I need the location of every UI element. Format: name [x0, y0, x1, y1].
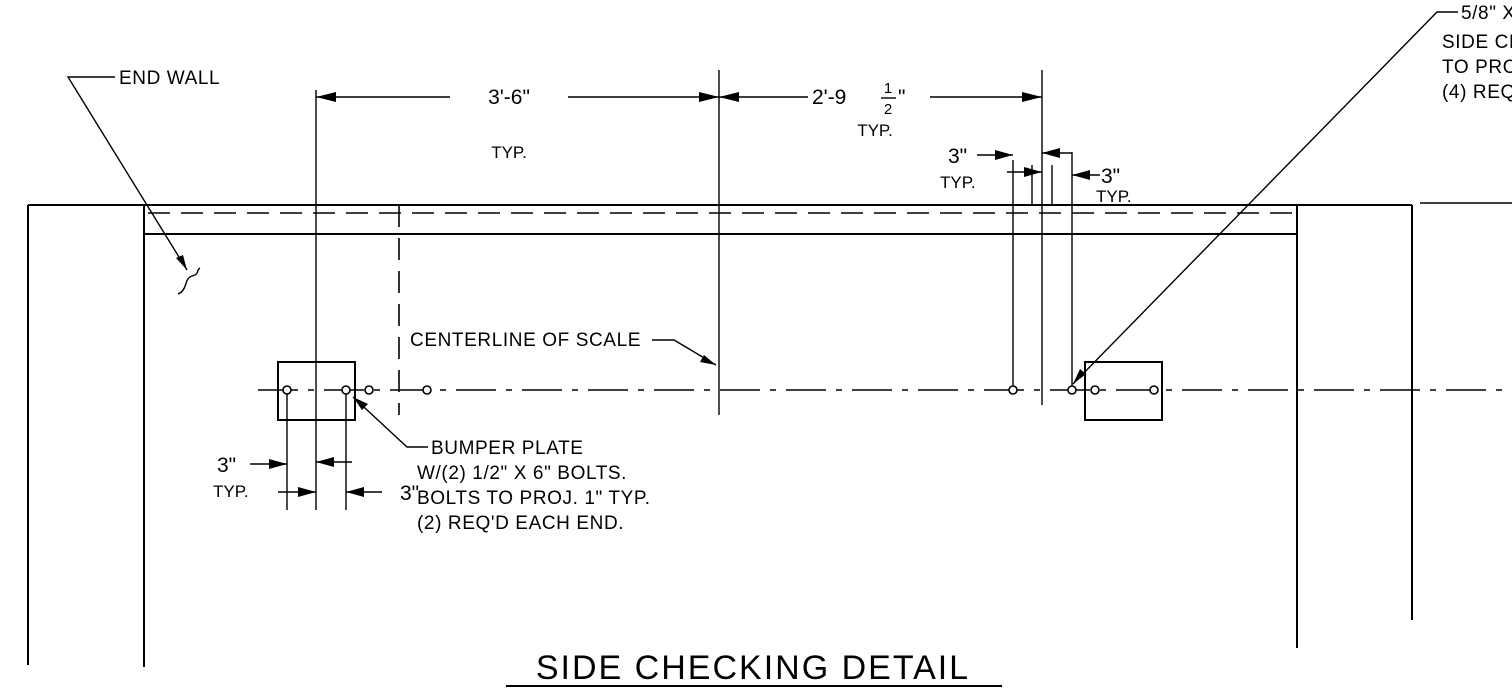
bumper-plate-left: [277, 361, 356, 421]
dim-span-right-typ: TYP.: [857, 121, 893, 140]
side-bolt-callout: 5/8" X 6" BOLTS SIDE CHECKING. BO TO PRO…: [1072, 3, 1512, 385]
dimension-3-lower-right: 3": [346, 482, 419, 505]
centerline-callout: CENTERLINE OF SCALE: [410, 330, 717, 366]
dim-upper-right-typ: TYP.: [1096, 187, 1132, 206]
arrow-head-icon: [346, 487, 364, 497]
bolt-hole: [1067, 385, 1077, 395]
bolt-note-line-4: (4) REQ'D. EACH E: [1442, 82, 1512, 103]
dim-lower-left-3: 3": [217, 454, 236, 477]
bumper-note-line-1: BUMPER PLATE: [431, 438, 584, 459]
dimension-3-upper-right: 3" TYP.: [1042, 148, 1132, 206]
bumper-note-line-2: W/(2) 1/2" X 6" BOLTS.: [417, 463, 627, 484]
bolt-hole: [1149, 385, 1159, 395]
bumper-note-line-3: BOLTS TO PROJ. 1" TYP.: [417, 488, 651, 509]
bolt-hole: [1090, 385, 1100, 395]
arrow-head-icon: [298, 487, 316, 497]
bolt-holes: [282, 385, 1159, 395]
dim-span-left-typ: TYP.: [491, 143, 527, 162]
bumper-note-line-4: (2) REQ'D EACH END.: [417, 513, 624, 534]
arrow-head-icon: [719, 92, 739, 102]
drawing-title-block: SIDE CHECKING DETAIL: [506, 649, 1002, 687]
dimension-3-upper-left: 3" TYP.: [940, 145, 1042, 192]
bolt-hole: [282, 385, 292, 395]
bolt-hole: [1008, 385, 1018, 395]
dim-span-right-frac-num: 1: [884, 80, 892, 97]
end-wall-label: END WALL: [119, 68, 220, 89]
leader-arrow-icon: [700, 355, 716, 365]
bolt-hole: [422, 385, 432, 395]
dimension-3-lower-left: 3" TYP.: [213, 454, 352, 501]
arrow-head-icon: [1072, 170, 1090, 180]
bolt-hole: [341, 385, 351, 395]
end-wall-callout: END WALL: [66, 68, 220, 271]
bumper-plate-right: [1084, 361, 1163, 421]
bumper-plate-callout: BUMPER PLATE W/(2) 1/2" X 6" BOLTS. BOLT…: [352, 396, 651, 534]
dim-upper-right-3: 3": [1101, 165, 1120, 188]
drawing-title: SIDE CHECKING DETAIL: [536, 649, 970, 687]
arrow-head-icon: [1042, 148, 1060, 158]
pit-structure: [27, 202, 1512, 667]
arrow-head-icon: [1024, 167, 1042, 177]
arrow-head-icon: [699, 92, 719, 102]
centerline-label: CENTERLINE OF SCALE: [410, 330, 641, 351]
bolt-note-line-2: SIDE CHECKING. BO: [1442, 32, 1512, 53]
leader-arrow-icon: [353, 397, 368, 410]
leader-arrow-icon: [176, 255, 187, 270]
bolt-note-line-3: TO PROJ. 1 1/2": [1442, 57, 1512, 78]
arrow-head-icon: [995, 150, 1013, 160]
arrow-head-icon: [316, 457, 334, 467]
dimension-2-9-half: 2'-9 1 2 " TYP.: [719, 80, 1042, 140]
break-symbol: [177, 267, 201, 295]
dim-upper-left-3: 3": [948, 145, 967, 168]
dim-span-left: 3'-6": [488, 86, 530, 109]
dim-span-right-inch: ": [898, 86, 905, 109]
leader-arrow-icon: [1073, 369, 1086, 384]
arrow-head-icon: [269, 459, 287, 469]
dim-lower-right-3: 3": [400, 482, 419, 505]
arrow-head-icon: [1022, 92, 1042, 102]
dim-span-right-frac-den: 2: [884, 101, 892, 118]
bolt-hole: [364, 385, 374, 395]
arrow-head-icon: [316, 92, 336, 102]
bolt-note-line-1: 5/8" X 6" BOLTS: [1461, 3, 1512, 24]
dim-lower-left-typ: TYP.: [213, 482, 249, 501]
dimension-3-6: 3'-6" TYP.: [316, 86, 719, 162]
dim-span-right-main: 2'-9: [812, 86, 846, 109]
dim-upper-left-typ: TYP.: [940, 173, 976, 192]
